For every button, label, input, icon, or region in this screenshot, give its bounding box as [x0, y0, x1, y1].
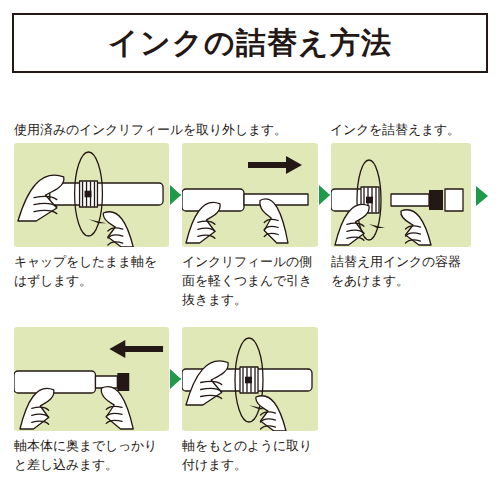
- step-caption: インクリフィールの側面を軽くつまんで引き抜きます。: [182, 253, 318, 310]
- continue-arrow: [476, 186, 488, 206]
- step-arrow: [170, 369, 181, 389]
- step-arrow: [170, 185, 181, 205]
- step-caption: 軸本体に奥までしっかりと差し込みます。: [14, 437, 169, 475]
- illustration-panel: [14, 143, 169, 247]
- illustration-panel: [14, 327, 169, 431]
- step-panel: 軸本体に奥までしっかりと差し込みます。: [14, 327, 169, 475]
- step-illustration: [182, 327, 318, 431]
- step-illustration: [14, 327, 169, 431]
- illustration-panel: [182, 143, 318, 247]
- step-panel: 軸をもとのように取り付けます。: [182, 327, 318, 475]
- illustration-panel: [182, 327, 318, 431]
- illustration-panel: [331, 143, 471, 247]
- step-illustration: [331, 143, 471, 247]
- section-heading: 使用済みのインクリフィールを取り外します。: [14, 121, 287, 139]
- step-illustration: [182, 143, 318, 247]
- section-heading: インクを詰替えます。: [330, 121, 460, 139]
- title-box: インクの詰替え方法: [12, 13, 488, 73]
- title-text: インクの詰替え方法: [108, 23, 392, 64]
- step-caption: 軸をもとのように取り付けます。: [182, 437, 318, 475]
- step-panel: 詰替え用インクの容器をあけます。: [331, 143, 471, 291]
- step-arrow: [319, 185, 330, 205]
- step-caption: 詰替え用インクの容器をあけます。: [331, 253, 471, 291]
- step-caption: キャップをしたまま軸をはずします。: [14, 253, 169, 291]
- step-panel: キャップをしたまま軸をはずします。: [14, 143, 169, 291]
- step-illustration: [14, 143, 169, 247]
- step-panel: インクリフィールの側面を軽くつまんで引き抜きます。: [182, 143, 318, 310]
